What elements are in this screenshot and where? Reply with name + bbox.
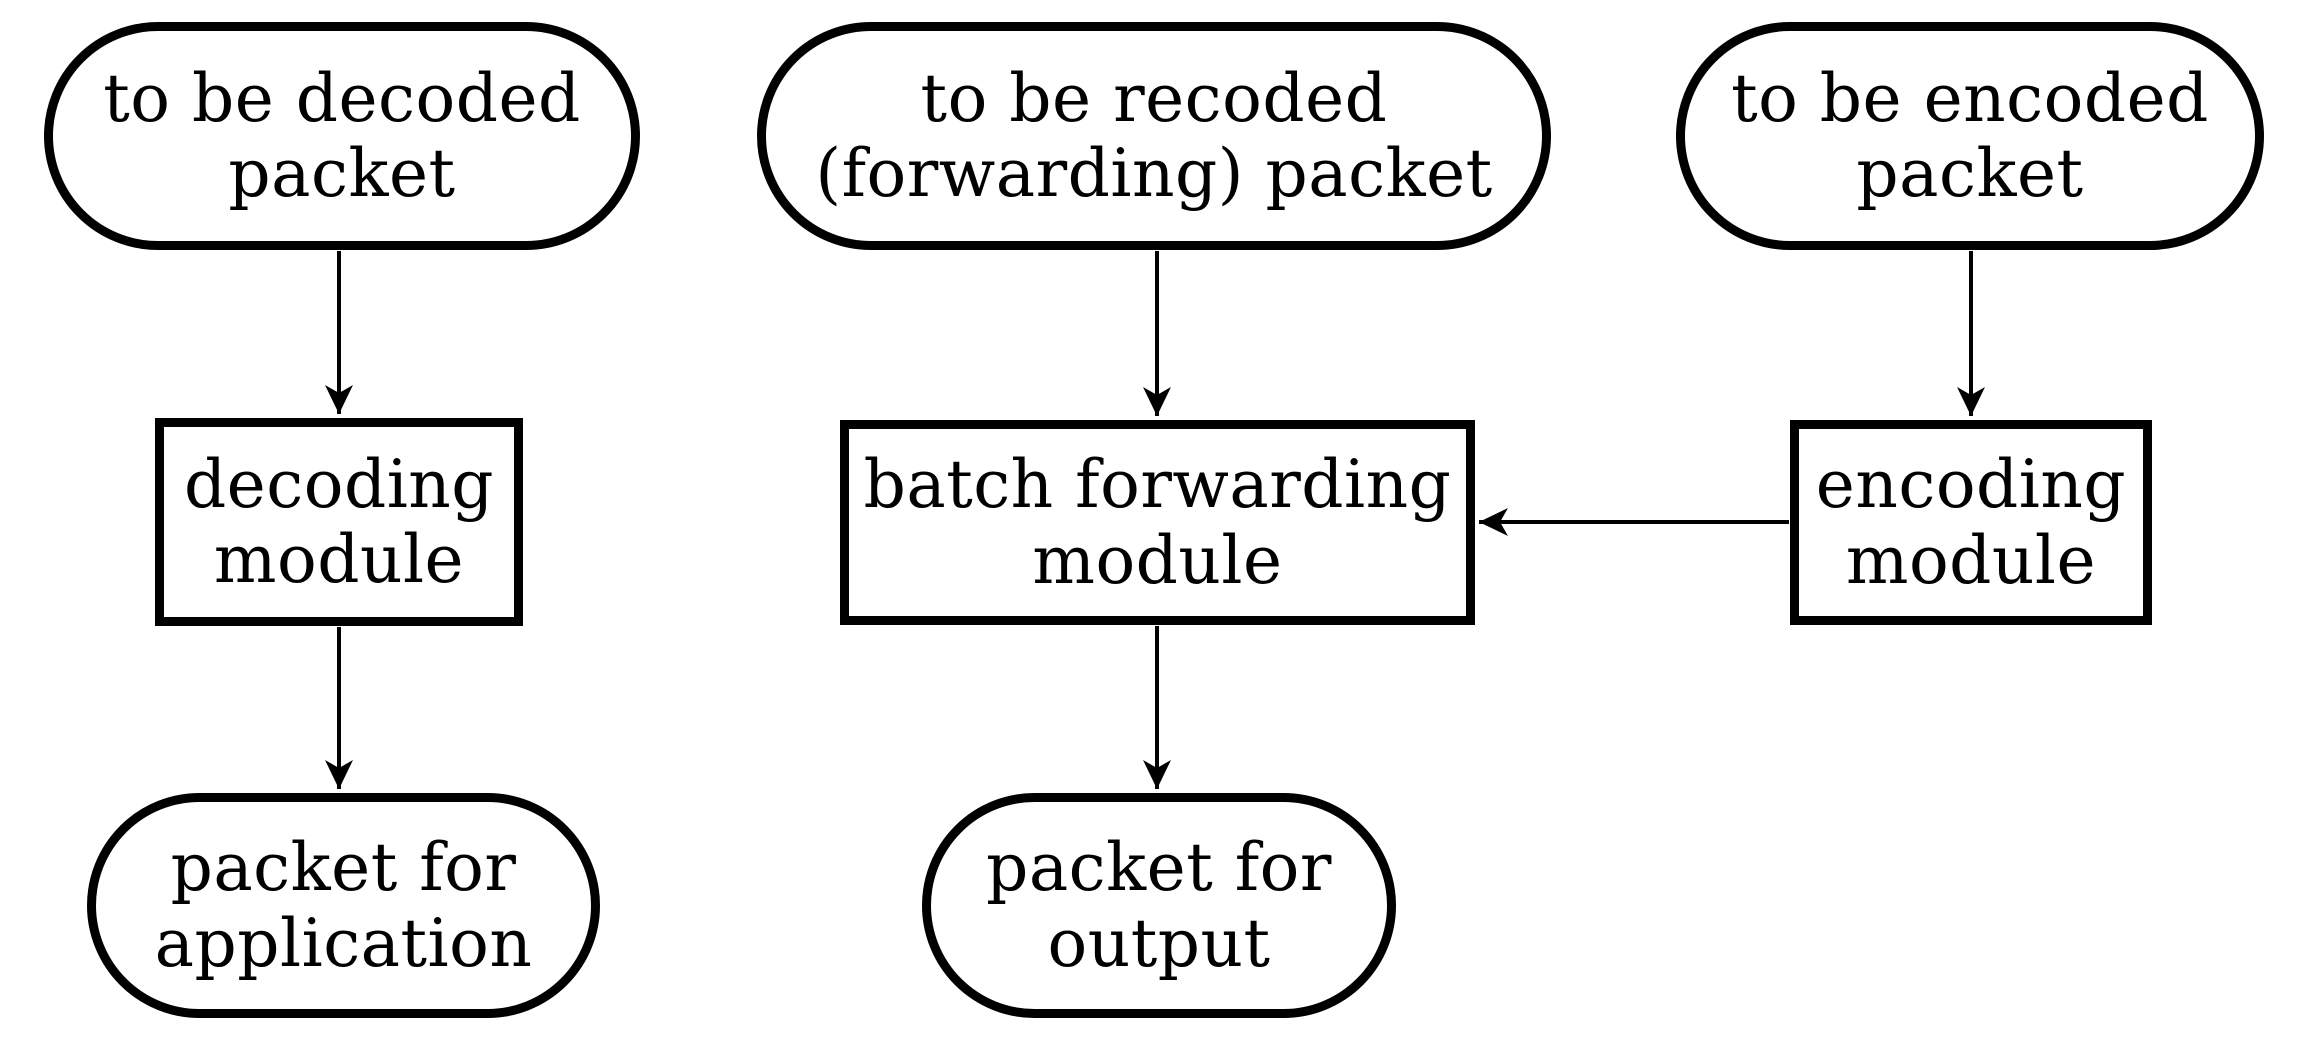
node-label-to-be-encoded-packet: to be encoded packet	[1731, 59, 2209, 212]
node-label-encoding-module: encoding module	[1815, 446, 2127, 599]
node-to-be-encoded-packet: to be encoded packet	[1676, 22, 2264, 250]
node-batch-forwarding-module: batch forwarding module	[840, 420, 1475, 625]
node-label-packet-for-application: packet for application	[154, 829, 533, 982]
node-decoding-module: decoding module	[155, 418, 523, 626]
node-label-decoding-module: decoding module	[183, 445, 495, 598]
node-packet-for-application: packet for application	[87, 793, 600, 1018]
node-label-to-be-recoded-packet: to be recoded (forwarding) packet	[815, 59, 1493, 212]
node-label-packet-for-output: packet for output	[986, 829, 1332, 982]
node-to-be-decoded-packet: to be decoded packet	[44, 22, 640, 250]
node-packet-for-output: packet for output	[922, 793, 1396, 1018]
node-label-batch-forwarding-module: batch forwarding module	[863, 446, 1452, 599]
node-to-be-recoded-packet: to be recoded (forwarding) packet	[757, 22, 1551, 250]
node-encoding-module: encoding module	[1790, 420, 2152, 625]
node-label-to-be-decoded-packet: to be decoded packet	[103, 59, 581, 212]
